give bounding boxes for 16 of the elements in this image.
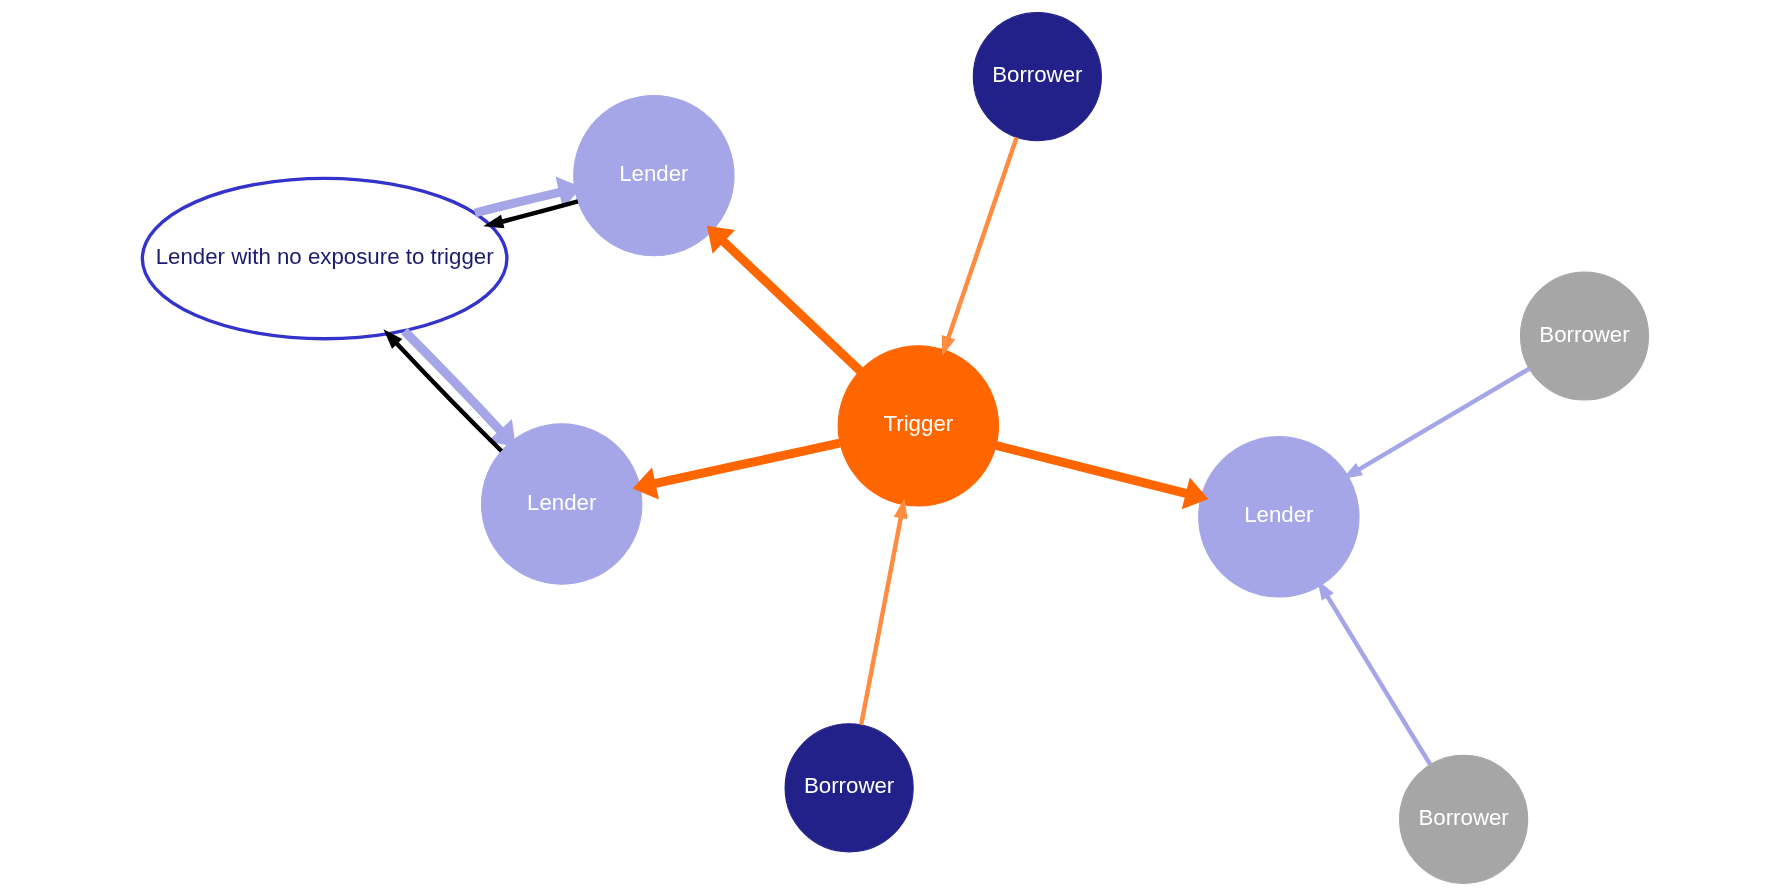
node-circle: Lender xyxy=(480,423,643,585)
arrow xyxy=(632,438,841,500)
arrow xyxy=(483,199,579,229)
node-ellipse: Lender with no exposure to trigger xyxy=(140,176,509,341)
node-circle: Borrower xyxy=(972,12,1102,142)
node-circle: Trigger xyxy=(837,345,1000,507)
node-circle: Borrower xyxy=(1519,271,1650,401)
node-circle: Borrower xyxy=(784,723,914,853)
node-circle: Lender xyxy=(1198,436,1360,598)
arrow xyxy=(706,225,864,374)
arrow xyxy=(859,498,908,726)
node-circle: Borrower xyxy=(1399,754,1529,884)
arrow xyxy=(995,441,1209,510)
arrow xyxy=(383,329,503,453)
arrow xyxy=(401,327,516,448)
arrow xyxy=(941,136,1019,357)
